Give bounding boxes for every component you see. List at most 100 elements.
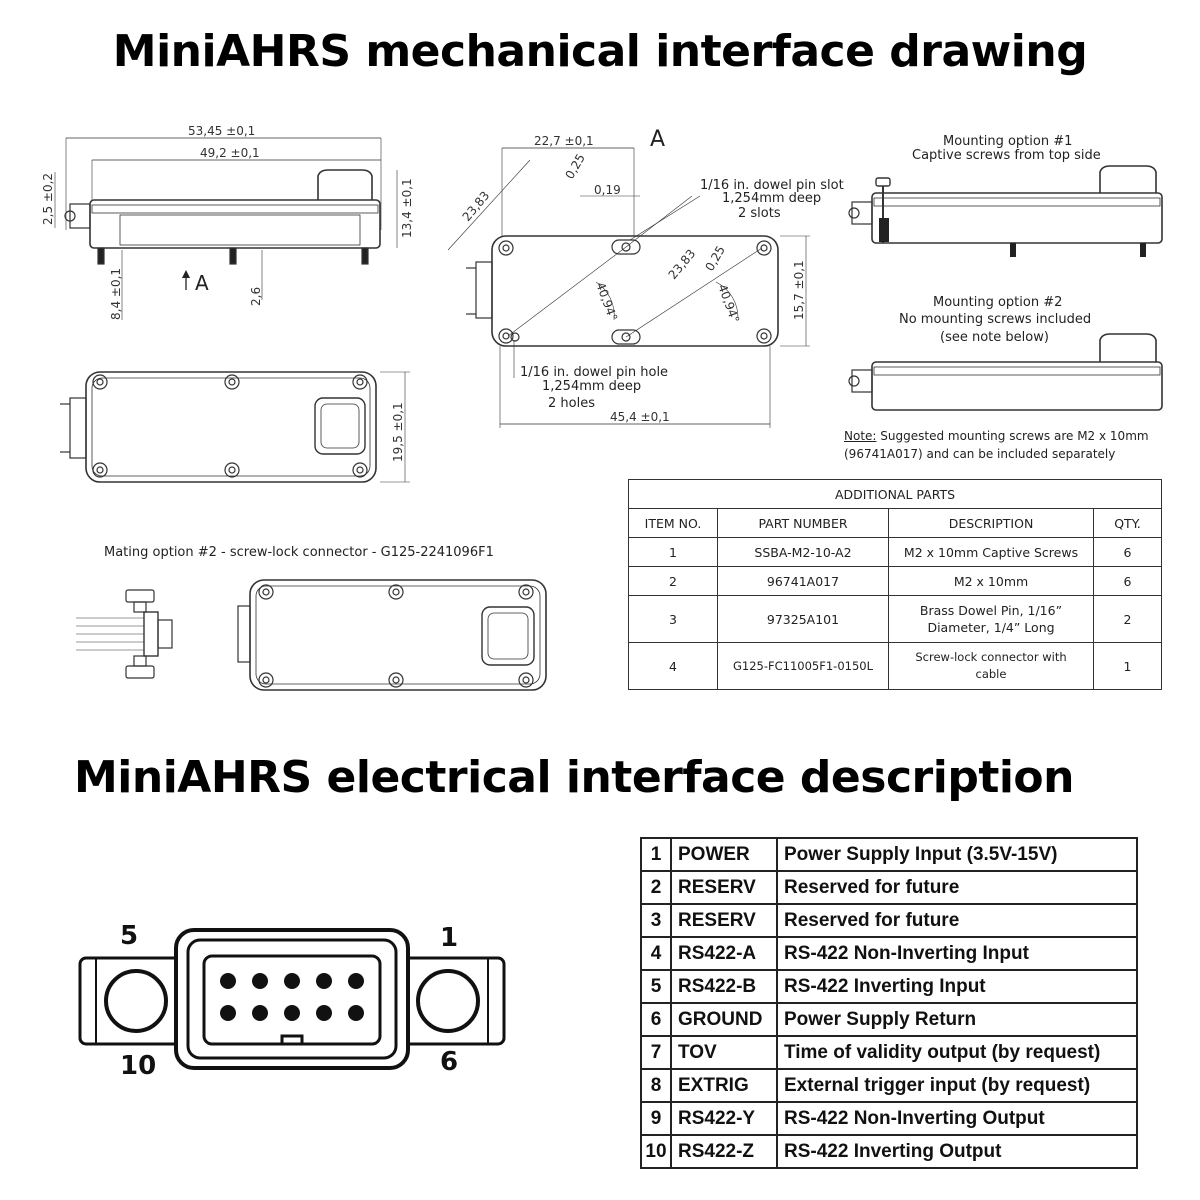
item-no: 3 bbox=[628, 595, 718, 643]
pin-signal: RESERV bbox=[670, 903, 778, 938]
mount-hole-left bbox=[104, 969, 168, 1033]
qty: 6 bbox=[1093, 566, 1162, 596]
view-a-label: A bbox=[650, 127, 665, 152]
pin-signal: GROUND bbox=[670, 1002, 778, 1037]
pin-signal: RS422-Y bbox=[670, 1101, 778, 1136]
pin-number: 9 bbox=[640, 1101, 672, 1136]
description-line-2: cable bbox=[975, 667, 1007, 681]
part-number: 97325A101 bbox=[717, 595, 889, 643]
dim-2383-b: 23,83 bbox=[666, 247, 699, 282]
parts-caption: ADDITIONAL PARTS bbox=[628, 479, 1162, 509]
item-no: 1 bbox=[628, 537, 718, 567]
description: M2 x 10mm bbox=[888, 566, 1094, 596]
item-no: 4 bbox=[628, 642, 718, 690]
dim-025-b: 0,25 bbox=[702, 243, 727, 273]
pin-number: 6 bbox=[640, 1002, 672, 1037]
pin-description: RS-422 Non-Inverting Input bbox=[776, 936, 1138, 971]
dim-left: 2,5 ±0,2 bbox=[41, 173, 55, 225]
part-number: 96741A017 bbox=[717, 566, 889, 596]
view-a: A 22,7 ±0,1 0,25 0,19 23,83 40,94° 40,94… bbox=[447, 127, 844, 428]
pin-signal: RESERV bbox=[670, 870, 778, 905]
mating-option: Mating option #2 - screw-lock connector … bbox=[76, 545, 547, 691]
pin-label-1: 1 bbox=[440, 923, 458, 953]
description-line-1: Screw-lock connector with bbox=[915, 650, 1067, 664]
electrical-title: MiniAHRS electrical interface descriptio… bbox=[74, 752, 1075, 803]
connector-shell bbox=[174, 928, 410, 1070]
dim-overall: 53,45 ±0,1 bbox=[188, 124, 255, 138]
header-qty: QTY. bbox=[1093, 508, 1162, 538]
description: Brass Dowel Pin, 1/16” Diameter, 1/4” Lon… bbox=[888, 595, 1094, 643]
pin-description: RS-422 Inverting Output bbox=[776, 1134, 1138, 1169]
qty: 6 bbox=[1093, 537, 1162, 567]
pin-label-10: 10 bbox=[120, 1051, 156, 1081]
pin-number: 5 bbox=[640, 969, 672, 1004]
slot-note-3: 2 slots bbox=[738, 206, 781, 221]
pin-signal: RS422-Z bbox=[670, 1134, 778, 1169]
pin-number: 1 bbox=[640, 837, 672, 872]
mount-hole-right bbox=[416, 969, 480, 1033]
pin-number: 8 bbox=[640, 1068, 672, 1103]
dim-454: 45,4 ±0,1 bbox=[610, 410, 670, 424]
angle-a: 40,94° bbox=[593, 280, 620, 323]
pin-description: RS-422 Inverting Input bbox=[776, 969, 1138, 1004]
dim-width: 19,5 ±0,1 bbox=[391, 402, 405, 462]
opt2-line2: No mounting screws included bbox=[899, 312, 1091, 327]
opt1-line2: Captive screws from top side bbox=[912, 148, 1101, 163]
pin-signal: EXTRIG bbox=[670, 1068, 778, 1103]
table-row: 1 SSBA-M2-10-A2 M2 x 10mm Captive Screws… bbox=[628, 537, 1162, 567]
mounting-note: Note: Suggested mounting screws are M2 x… bbox=[844, 427, 1149, 463]
qty: 2 bbox=[1093, 595, 1162, 643]
description-line-1: Brass Dowel Pin, 1/16” bbox=[919, 603, 1063, 618]
dim-025-a: 0,25 bbox=[562, 151, 587, 181]
pin-description: Time of validity output (by request) bbox=[776, 1035, 1138, 1070]
mechanical-drawing: 53,45 ±0,1 49,2 ±0,1 2,5 ±0,2 13,4 ±0,1 … bbox=[41, 124, 1163, 691]
pin-description: Reserved for future bbox=[776, 870, 1138, 905]
pin-number: 2 bbox=[640, 870, 672, 905]
pin-number: 3 bbox=[640, 903, 672, 938]
table-row: 2 96741A017 M2 x 10mm 6 bbox=[628, 566, 1162, 596]
dim-157: 15,7 ±0,1 bbox=[792, 260, 806, 320]
header-item-no: ITEM NO. bbox=[628, 508, 718, 538]
table-row: 4 G125-FC11005F1-0150L Screw-lock connec… bbox=[628, 642, 1162, 690]
mounting-option-1: Mounting option #1 Captive screws from t… bbox=[848, 134, 1163, 257]
hole-note-3: 2 holes bbox=[548, 396, 595, 411]
additional-parts-table: ADDITIONAL PARTS ITEM NO. PART NUMBER DE… bbox=[628, 479, 1162, 690]
angle-b: 40,94° bbox=[715, 282, 742, 325]
pin-signal: RS422-A bbox=[670, 936, 778, 971]
opt2-line1: Mounting option #2 bbox=[933, 295, 1062, 310]
view-marker: A bbox=[195, 271, 209, 295]
pin-label-6: 6 bbox=[440, 1047, 458, 1077]
pin-signal: RS422-B bbox=[670, 969, 778, 1004]
description-line-2: Diameter, 1/4” Long bbox=[927, 620, 1055, 635]
mounting-option-2: Mounting option #2 No mounting screws in… bbox=[848, 295, 1163, 411]
table-row: 3 97325A101 Brass Dowel Pin, 1/16” Diamet… bbox=[628, 595, 1162, 643]
note-text-2: (96741A017) and can be included separate… bbox=[844, 447, 1116, 461]
slot-note-1: 1/16 in. dowel pin slot bbox=[700, 178, 844, 193]
mechanical-title: MiniAHRS mechanical interface drawing bbox=[112, 26, 1088, 77]
dim-019: 0,19 bbox=[594, 183, 621, 197]
description: M2 x 10mm Captive Screws bbox=[888, 537, 1094, 567]
pin-number: 4 bbox=[640, 936, 672, 971]
note-label: Note: bbox=[844, 429, 877, 443]
hole-note-2: 1,254mm deep bbox=[542, 379, 641, 394]
pin-signal: POWER bbox=[670, 837, 778, 872]
top-view: 19,5 ±0,1 bbox=[60, 371, 410, 483]
item-no: 2 bbox=[628, 566, 718, 596]
qty: 1 bbox=[1093, 642, 1162, 690]
pin-description: External trigger input (by request) bbox=[776, 1068, 1138, 1103]
opt1-line1: Mounting option #1 bbox=[943, 134, 1072, 149]
dim-pin: 8,4 ±0,1 bbox=[109, 268, 123, 320]
pin-signal: TOV bbox=[670, 1035, 778, 1070]
dim-pin2: 2,6 bbox=[249, 287, 263, 306]
slot-note-2: 1,254mm deep bbox=[722, 191, 821, 206]
dim-body: 49,2 ±0,1 bbox=[200, 146, 260, 160]
